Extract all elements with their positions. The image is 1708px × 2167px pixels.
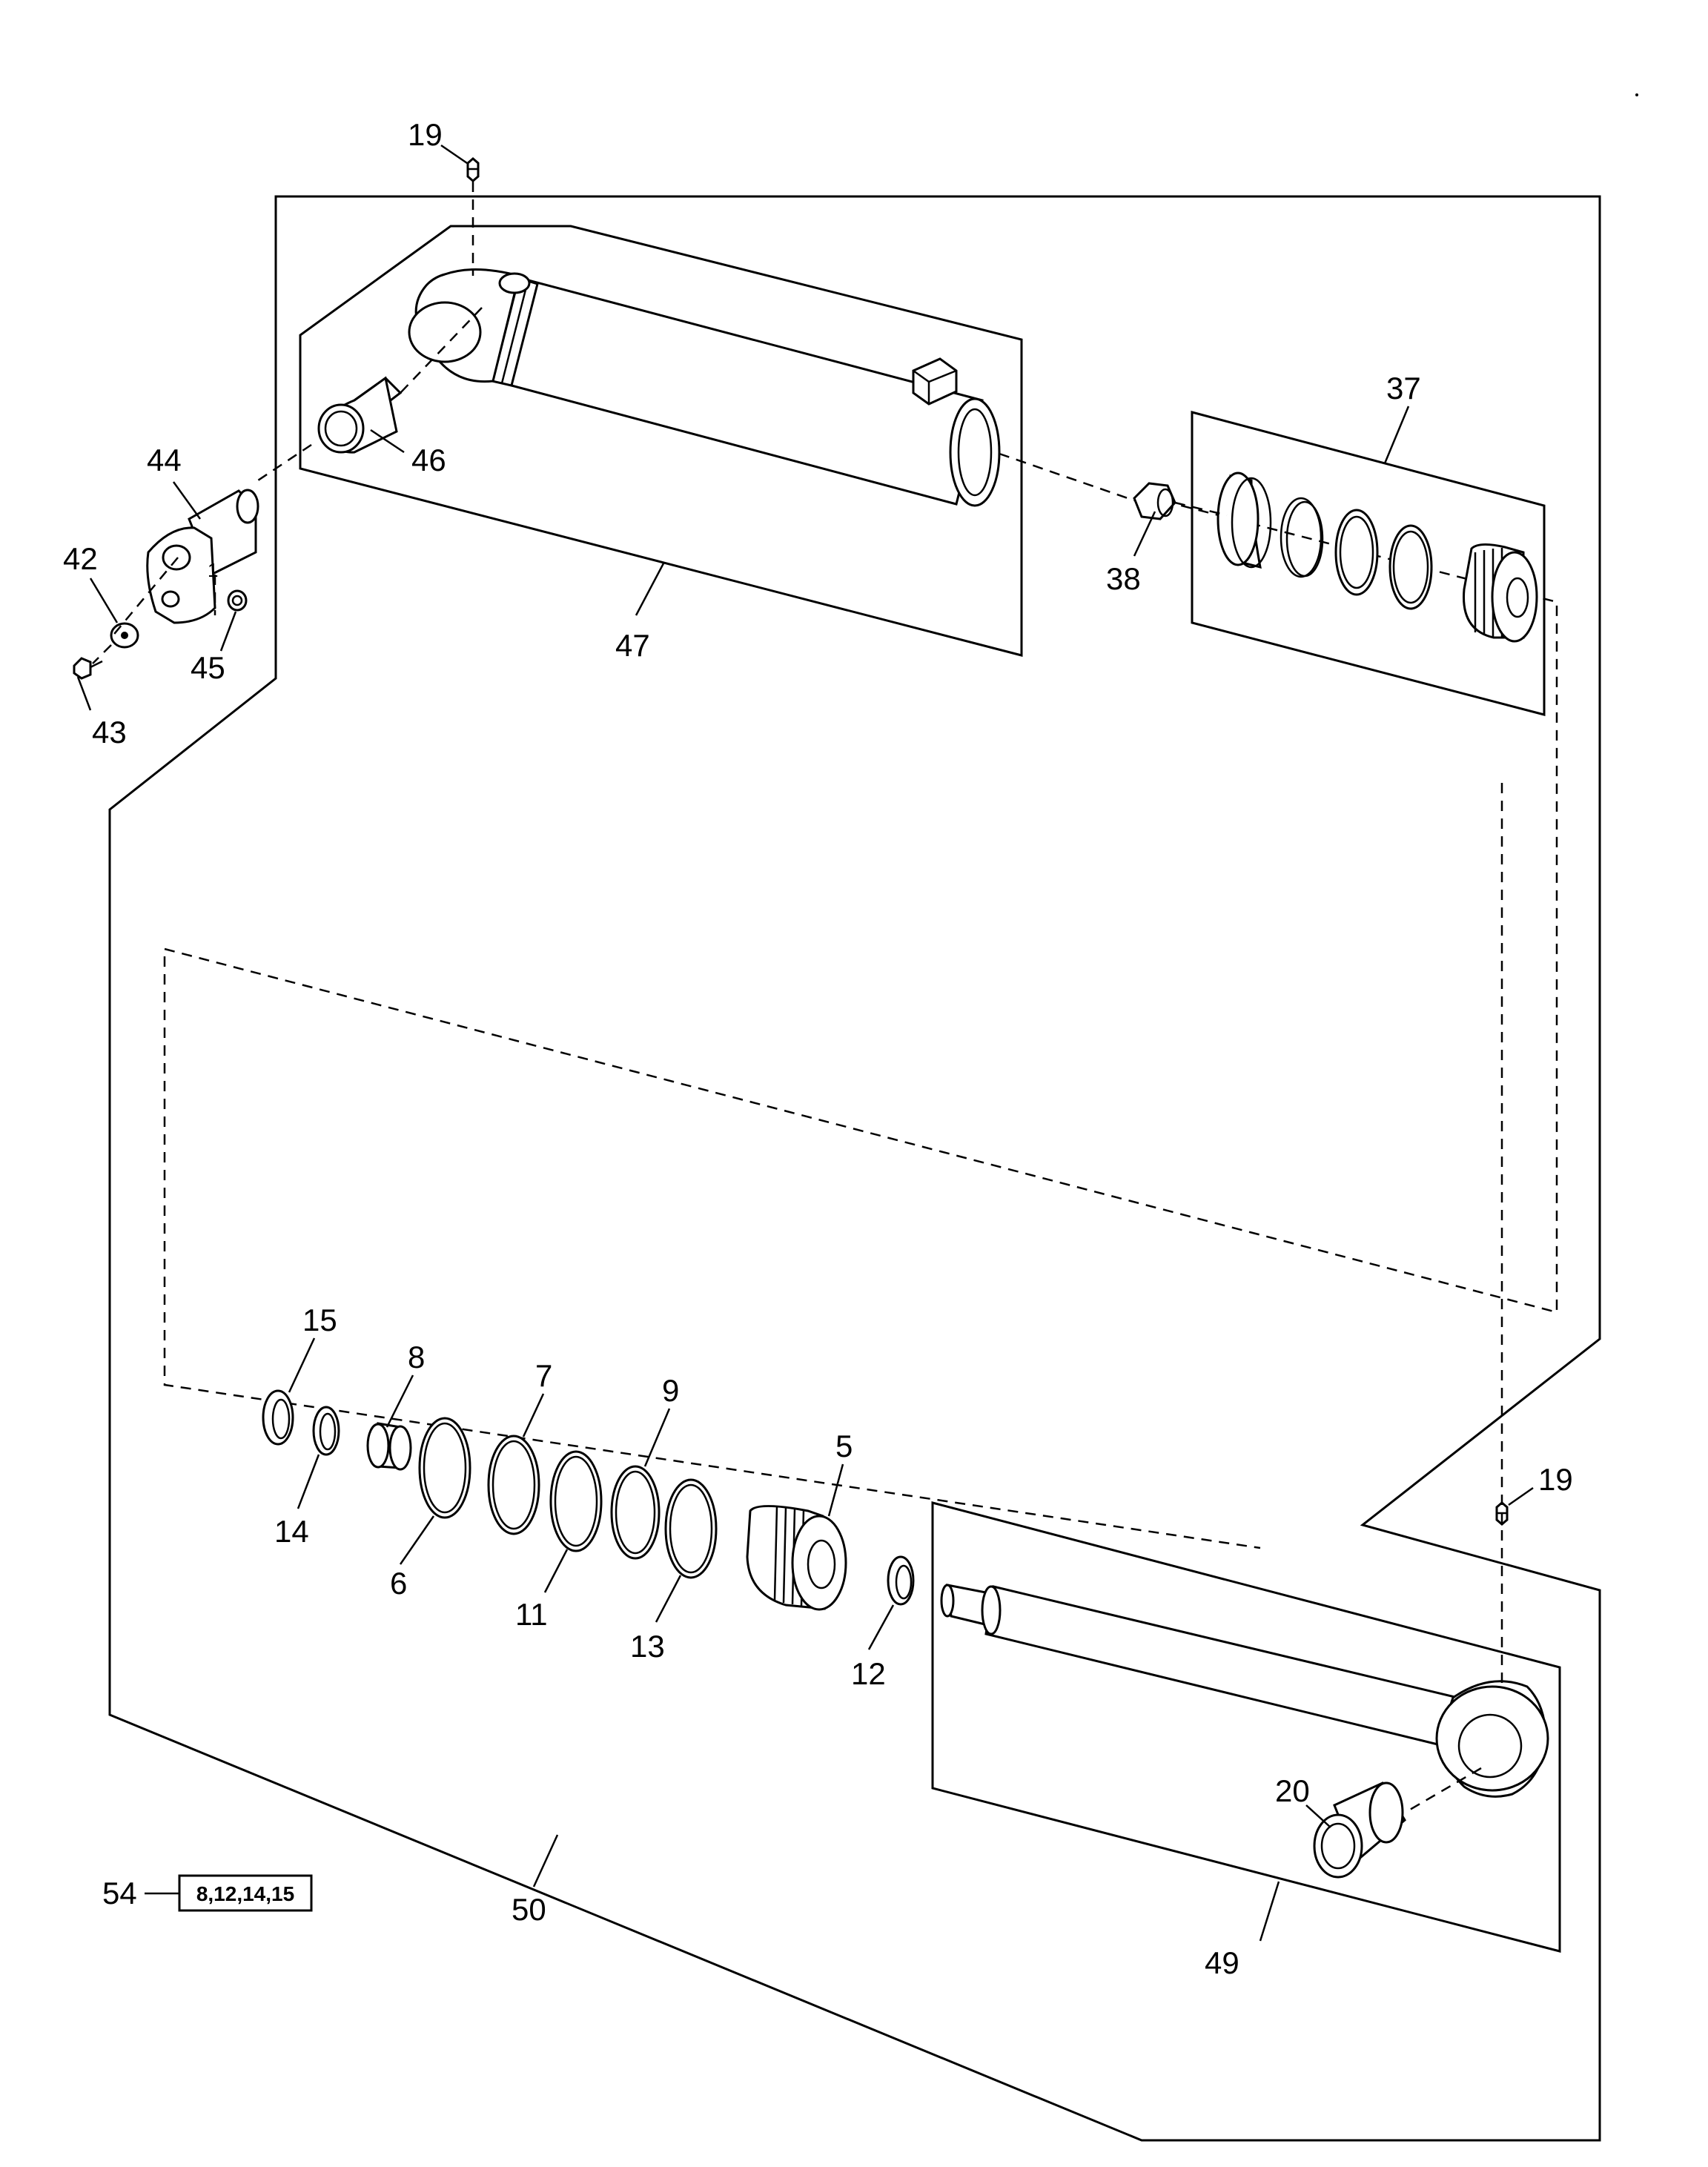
callout-20: 20 — [1275, 1773, 1310, 1808]
assembly-path-dashed — [163, 500, 1558, 1549]
wiper-15 — [262, 1389, 294, 1446]
piston-5 — [746, 1505, 847, 1611]
ring-9-inner — [615, 1470, 656, 1555]
piston-rod-49 — [940, 1584, 1549, 1798]
ring-13 — [664, 1478, 718, 1579]
ring-7-inner — [491, 1440, 536, 1530]
oring-6-inner — [423, 1422, 467, 1514]
callout-47: 47 — [615, 628, 650, 663]
bolt-43 — [73, 657, 103, 680]
callout-49: 49 — [1205, 1945, 1239, 1980]
callout-6: 6 — [390, 1566, 407, 1601]
ring-13-inner — [669, 1483, 713, 1574]
kit-box-54-text: 8,12,14,15 — [196, 1882, 294, 1905]
callout-44: 44 — [147, 443, 182, 477]
callout-7: 7 — [535, 1358, 552, 1393]
callout-19-bottom: 19 — [1538, 1462, 1573, 1497]
stray-dot — [1635, 93, 1638, 96]
ring-7 — [487, 1435, 540, 1535]
barrel-group-box-47 — [299, 225, 1023, 657]
callout-37: 37 — [1386, 371, 1421, 406]
callout-42: 42 — [63, 541, 98, 576]
callout-9: 9 — [662, 1373, 679, 1408]
grease-fitting-19-top — [466, 157, 480, 182]
callout-8: 8 — [408, 1340, 425, 1374]
seal-14 — [312, 1406, 340, 1456]
washer-42 — [110, 622, 139, 649]
callout-50: 50 — [512, 1892, 546, 1927]
rod-group-box-49 — [931, 1501, 1561, 1953]
assembly-centerlines — [92, 182, 1503, 1814]
seal-12 — [887, 1555, 915, 1606]
oring-6 — [418, 1417, 471, 1519]
bushing-46 — [317, 376, 403, 454]
leader-lines — [76, 144, 1534, 1942]
cylinder-barrel — [408, 268, 1001, 507]
nut-45 — [227, 589, 248, 612]
callout-1: 1 — [208, 559, 218, 581]
seal-kit-rings-37 — [1217, 472, 1538, 643]
bushing-20 — [1313, 1781, 1406, 1879]
callout-12: 12 — [851, 1656, 886, 1691]
callout-11: 11 — [515, 1597, 548, 1632]
kit-box-54 — [178, 1874, 313, 1912]
callout-15: 15 — [302, 1303, 337, 1337]
bushing-8 — [366, 1422, 412, 1471]
pin-44 — [146, 489, 259, 624]
callout-38: 38 — [1106, 561, 1141, 596]
seal-kit-box-37 — [1191, 411, 1546, 716]
callout-46: 46 — [411, 443, 446, 477]
ring-11 — [549, 1450, 603, 1552]
callout-45: 45 — [191, 650, 225, 685]
callout-14: 14 — [274, 1514, 309, 1549]
assembly-outline-50 — [108, 195, 1601, 2142]
ring-9 — [610, 1465, 661, 1560]
callout-19-top: 19 — [408, 117, 443, 152]
callout-54: 54 — [102, 1876, 137, 1910]
callout-5: 5 — [835, 1429, 853, 1463]
callout-43: 43 — [92, 715, 127, 750]
callout-13: 13 — [630, 1629, 665, 1664]
ring-11-inner — [554, 1455, 598, 1547]
